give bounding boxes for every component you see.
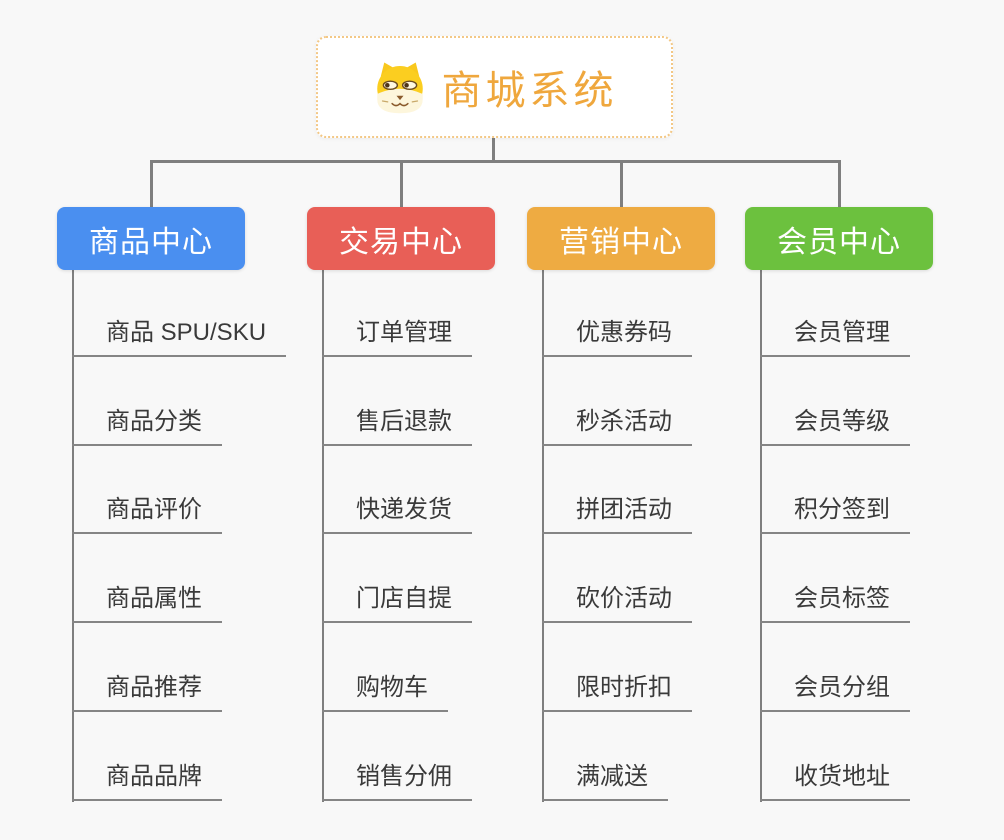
leaf-item[interactable]: 会员等级 — [760, 405, 910, 446]
leaf-item[interactable]: 销售分佣 — [322, 760, 472, 801]
branch-header-label: 交易中心 — [339, 225, 463, 259]
leaf-item[interactable]: 会员标签 — [760, 582, 910, 624]
branch-header-label: 商品中心 — [89, 225, 213, 259]
leaf-item[interactable]: 快递发货 — [322, 493, 472, 535]
leaf-item[interactable]: 售后退款 — [322, 405, 472, 446]
root-connector-line — [491, 138, 495, 163]
leaf-item[interactable]: 限时折扣 — [542, 671, 692, 712]
branch-drop-line — [399, 160, 403, 207]
branch-trunk-line — [760, 270, 762, 802]
leaf-item[interactable]: 订单管理 — [322, 316, 472, 357]
leaf-item[interactable]: 商品分类 — [72, 405, 222, 446]
leaf-item[interactable]: 商品属性 — [72, 582, 222, 624]
branch-drop-line — [619, 160, 623, 207]
connector-line — [149, 160, 841, 163]
leaf-item[interactable]: 砍价活动 — [542, 582, 692, 624]
leaf-item[interactable]: 收货地址 — [760, 760, 910, 801]
leaf-item[interactable]: 门店自提 — [322, 582, 472, 624]
branch-header-label: 营销中心 — [559, 225, 683, 259]
branch-header-label: 会员中心 — [777, 225, 901, 259]
root-title: 商城系统 — [441, 69, 618, 113]
leaf-item[interactable]: 购物车 — [322, 671, 448, 712]
leaf-item[interactable]: 秒杀活动 — [542, 405, 692, 446]
branch-header[interactable]: 营销中心 — [527, 207, 715, 270]
leaf-item[interactable]: 拼团活动 — [542, 493, 692, 535]
leaf-item[interactable]: 会员管理 — [760, 316, 910, 357]
branch-header[interactable]: 会员中心 — [745, 207, 933, 270]
shiba-dog-icon — [376, 62, 423, 114]
branch-trunk-line — [322, 270, 324, 802]
leaf-item[interactable]: 商品推荐 — [72, 671, 222, 712]
leaf-item[interactable]: 商品 SPU/SKU — [72, 316, 287, 357]
branch-header[interactable]: 交易中心 — [307, 207, 495, 270]
branch-header[interactable]: 商品中心 — [57, 207, 245, 270]
branch-trunk-line — [72, 270, 74, 802]
branch-trunk-line — [542, 270, 544, 802]
leaf-item[interactable]: 会员分组 — [760, 671, 910, 712]
leaf-item[interactable]: 商品评价 — [72, 493, 222, 535]
branch-drop-line — [149, 160, 153, 207]
leaf-item[interactable]: 积分签到 — [760, 493, 910, 535]
leaf-item[interactable]: 商品品牌 — [72, 760, 222, 801]
branch-drop-line — [837, 160, 841, 207]
leaf-item[interactable]: 优惠券码 — [542, 316, 692, 357]
root-node[interactable]: 商城系统 — [316, 36, 673, 138]
leaf-item[interactable]: 满减送 — [542, 760, 668, 801]
